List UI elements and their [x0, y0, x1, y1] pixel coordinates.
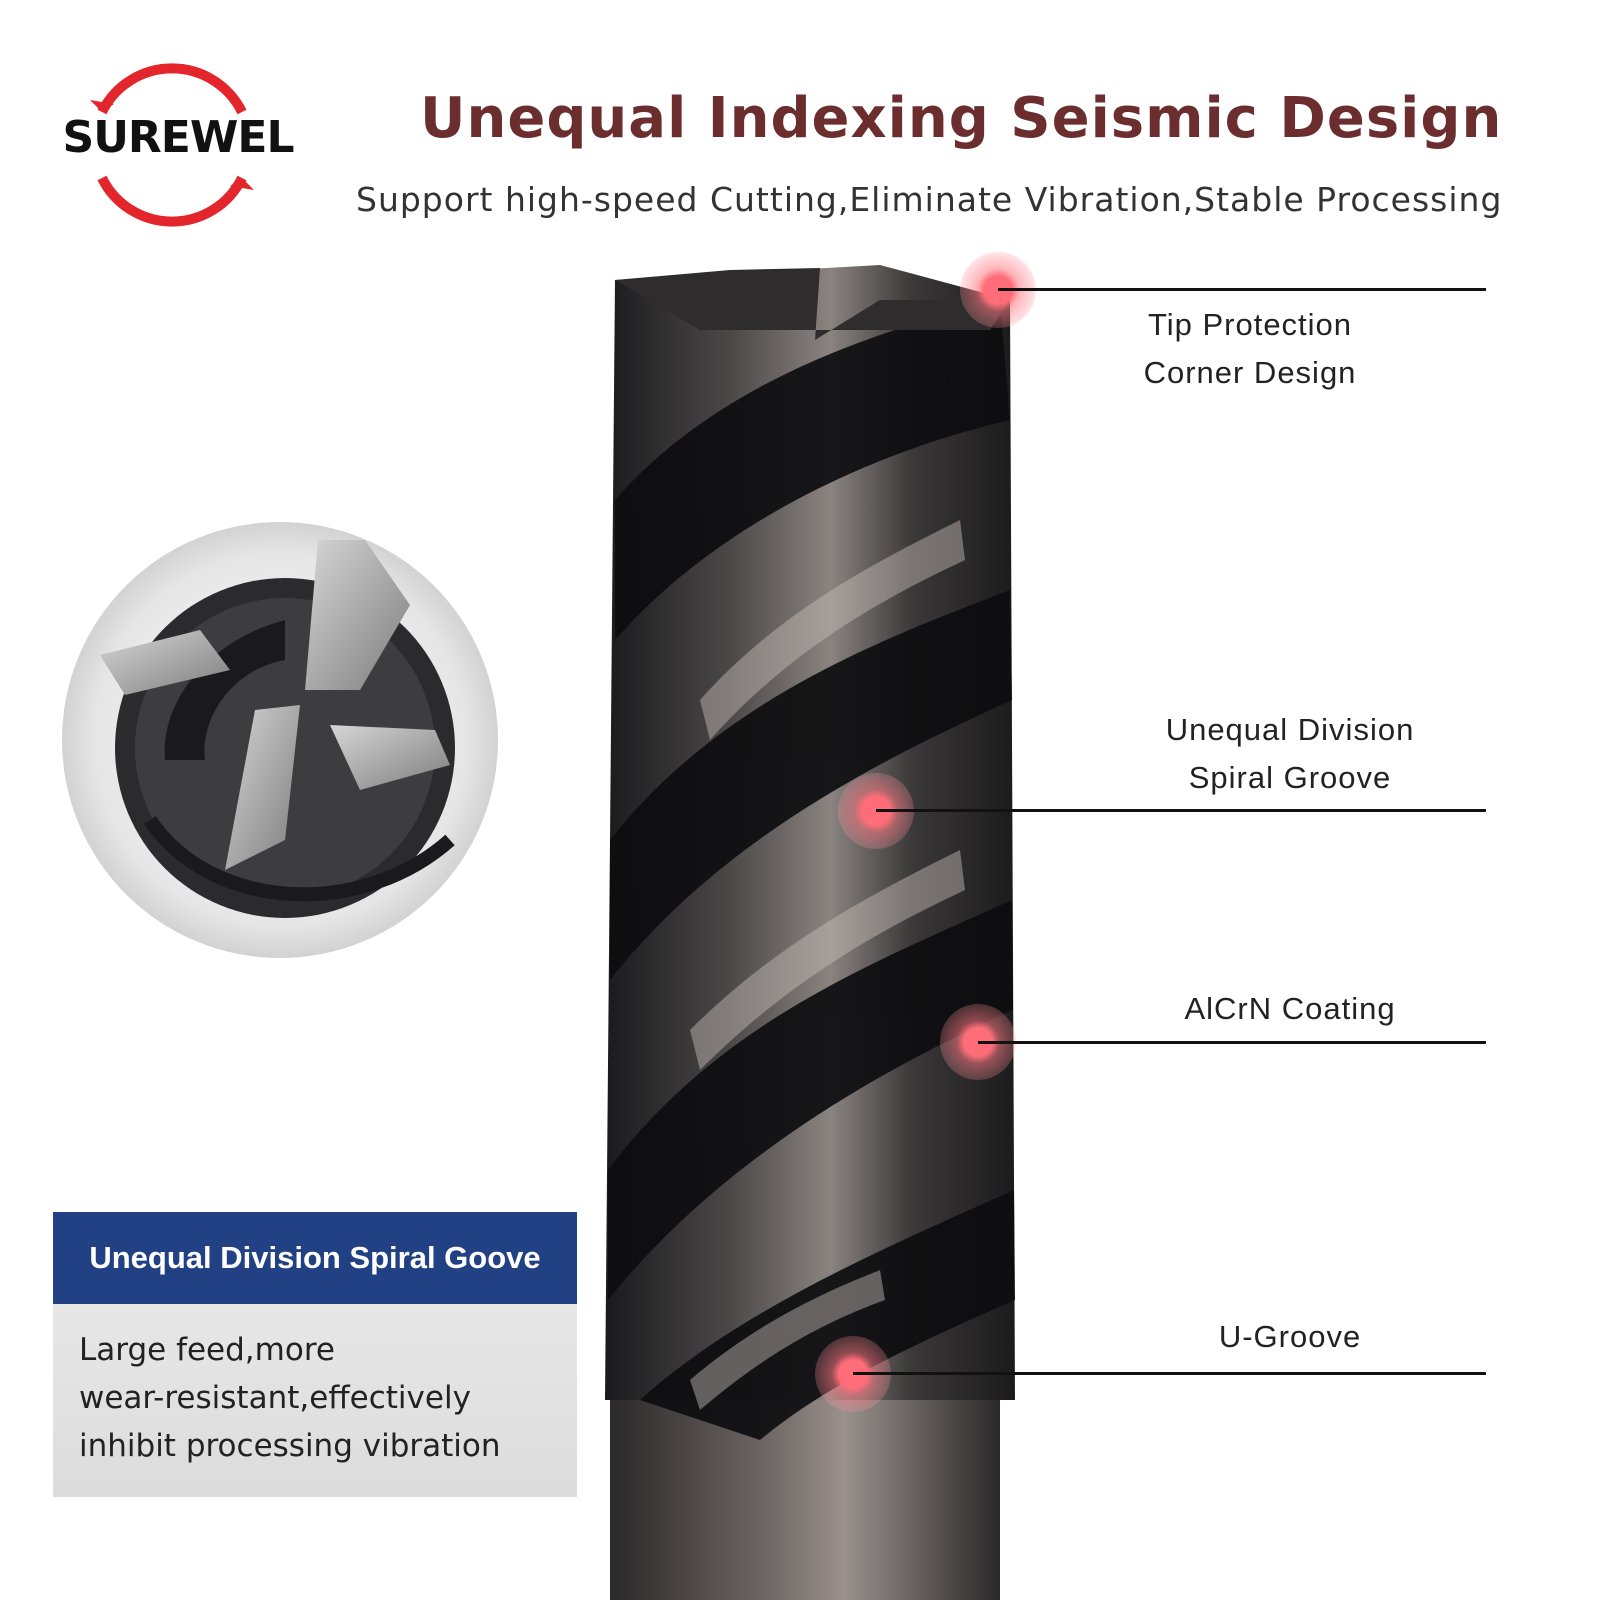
info-box-body: Large feed,more wear-resistant,effective…	[53, 1304, 577, 1497]
callout-label-coating: AlCrN Coating	[1184, 991, 1396, 1026]
brand-logo: SUREWEL	[30, 60, 320, 230]
callout-label-spiral: Unequal Division Spiral Groove	[1165, 712, 1415, 795]
callout-label-tip: Tip Protection Corner Design	[1143, 307, 1357, 390]
callout-line-tip	[998, 288, 1486, 291]
info-line-3: inhibit processing vibration	[79, 1428, 501, 1464]
callout-line-spiral	[876, 809, 1486, 812]
page-title: Unequal Indexing Seismic Design	[420, 86, 1503, 151]
info-line-1: Large feed,more	[79, 1332, 335, 1368]
callout-line-ugroove	[853, 1372, 1486, 1375]
brand-name: SUREWEL	[62, 112, 295, 163]
info-box: Unequal Division Spiral Goove Large feed…	[53, 1212, 577, 1497]
page-subtitle: Support high-speed Cutting,Eliminate Vib…	[356, 180, 1503, 219]
logo-ring-icon	[90, 63, 254, 227]
callout-line-coating	[978, 1041, 1486, 1044]
end-view-detail-image	[60, 520, 500, 960]
info-box-heading: Unequal Division Spiral Goove	[53, 1212, 577, 1304]
info-line-2: wear-resistant,effectively	[79, 1380, 471, 1416]
info-box-text: Large feed,more wear-resistant,effective…	[79, 1326, 569, 1470]
callout-label-ugroove: U-Groove	[1218, 1319, 1362, 1354]
